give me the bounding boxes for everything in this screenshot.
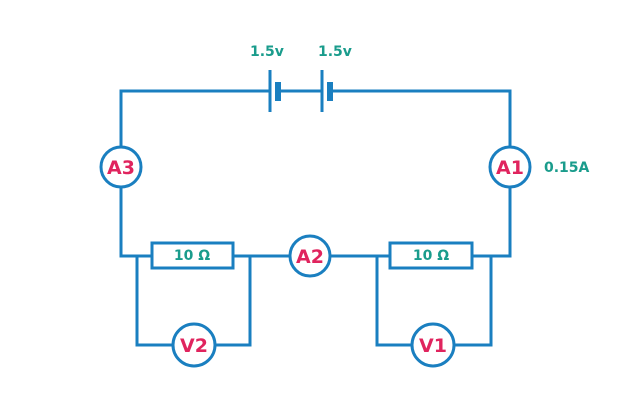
ammeter-a3: A3	[99, 145, 143, 189]
resistor-left-label: 10 Ω	[174, 248, 210, 264]
ammeter-a2-label: A2	[296, 246, 324, 268]
ammeter-a1: A1	[488, 145, 532, 189]
battery-cell-right	[320, 70, 333, 112]
resistor-right: 10 Ω	[388, 241, 474, 270]
voltmeter-v2: V2	[171, 322, 217, 368]
battery-cell-left	[268, 70, 281, 112]
ammeter-a2: A2	[288, 234, 332, 278]
voltmeter-v1-label: V1	[419, 335, 447, 357]
battery: 1.5v 1.5v	[250, 44, 352, 112]
voltmeter-v2-label: V2	[180, 335, 208, 357]
resistor-left: 10 Ω	[150, 241, 235, 270]
ammeter-a1-label: A1	[496, 157, 524, 179]
ammeter-a3-label: A3	[107, 157, 135, 179]
voltmeter-v1: V1	[410, 322, 456, 368]
battery-cell-right-label: 1.5v	[318, 44, 352, 60]
resistor-right-label: 10 Ω	[413, 248, 449, 264]
circuit-wires	[119, 89, 512, 347]
battery-cell-left-label: 1.5v	[250, 44, 284, 60]
ammeter-a1-reading: 0.15A	[544, 160, 590, 176]
